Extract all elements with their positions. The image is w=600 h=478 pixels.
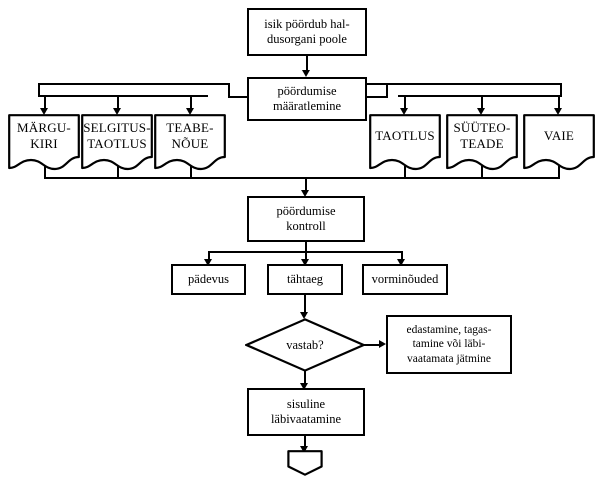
node-classify[interactable]: pöördumise määratlemine: [247, 77, 367, 121]
arrowhead-substantive-to-end: [300, 446, 308, 453]
connector-vaie-down: [558, 166, 560, 179]
arrowhead-decision-to-substantive: [300, 383, 308, 390]
connector-selgitustaotlus-down: [117, 166, 119, 179]
connector-left-bus-down: [38, 83, 40, 97]
arrowhead-taotlus: [400, 108, 408, 115]
connector-right-bus-distribute: [398, 95, 562, 97]
node-padevus-label: pädevus: [188, 271, 229, 286]
terminator-shield-icon: [287, 450, 323, 476]
document-shape-icon: [523, 114, 595, 171]
document-shape-icon: [81, 114, 153, 171]
node-teabenoue-label: TEABE- NÕUE: [166, 120, 214, 152]
connector-control-down: [305, 242, 307, 252]
document-shape-icon: [8, 114, 80, 171]
node-start[interactable]: isik pöördub hal- dusorgani poole: [247, 8, 367, 56]
node-reject-label: edastamine, tagas- tamine või läbi- vaat…: [406, 324, 492, 365]
connector-classify-left-riser: [228, 83, 230, 98]
connector-drop-tahtaeg: [305, 251, 307, 261]
arrowhead-padevus: [204, 259, 212, 266]
connector-teabenoue-down: [190, 166, 192, 179]
arrowhead-selgitustaotlus: [113, 108, 121, 115]
node-tahtaeg[interactable]: tähtaeg: [267, 264, 343, 295]
node-margukiri[interactable]: MÄRGU- KIRI: [8, 114, 80, 172]
connector-classify-right-stub: [365, 96, 388, 98]
connector-right-bus-down: [560, 83, 562, 97]
node-vorminouded[interactable]: vorminõuded: [362, 264, 448, 295]
connector-margukiri-down: [44, 166, 46, 179]
node-margukiri-label: MÄRGU- KIRI: [17, 120, 71, 152]
node-selgitustaotlus[interactable]: SELGITUS- TAOTLUS: [81, 114, 153, 172]
node-selgitustaotlus-label: SELGITUS- TAOTLUS: [83, 120, 151, 152]
connector-right-collect-bus: [306, 177, 560, 179]
arrowhead-teabenoue: [186, 108, 194, 115]
connector-left-collect-bus: [44, 177, 306, 179]
arrowhead-margukiri: [40, 108, 48, 115]
node-taotlus[interactable]: TAOTLUS: [369, 114, 441, 172]
node-substantive-label: sisuline läbivaatamine: [270, 396, 342, 426]
connector-classify-right-riser: [386, 83, 388, 98]
connector-collect-to-control: [305, 177, 307, 192]
arrowhead-vaie: [554, 108, 562, 115]
node-teabenoue[interactable]: TEABE- NÕUE: [154, 114, 226, 172]
connector-decision-to-reject: [364, 344, 381, 346]
node-suuteoteade[interactable]: SÜÜTEO- TEADE: [446, 114, 518, 172]
arrowhead-tahtaeg: [301, 259, 309, 266]
arrowhead-start-to-classify: [302, 70, 310, 77]
connector-drop-suuteoteade: [481, 95, 483, 110]
node-decision[interactable]: vastab?: [245, 318, 365, 372]
connector-drop-selgitustaotlus: [117, 95, 119, 110]
arrowhead-collect-to-control: [301, 190, 309, 197]
node-suuteoteade-label: SÜÜTEO- TEADE: [453, 120, 511, 152]
diamond-shape-icon: [245, 318, 365, 372]
connector-start-to-classify: [306, 56, 308, 72]
connector-right-bus-top: [365, 83, 562, 85]
node-taotlus-label: TAOTLUS: [375, 128, 435, 144]
document-shape-icon: [369, 114, 441, 171]
document-shape-icon: [154, 114, 226, 171]
node-tahtaeg-label: tähtaeg: [286, 271, 324, 286]
connector-drop-taotlus: [404, 95, 406, 110]
node-end[interactable]: [287, 450, 323, 476]
connector-drop-vaie: [558, 95, 560, 110]
node-vorminouded-label: vorminõuded: [371, 271, 439, 286]
node-padevus[interactable]: pädevus: [171, 264, 246, 295]
node-vaie[interactable]: VAIE: [523, 114, 595, 172]
node-control[interactable]: pöördumise kontroll: [247, 196, 365, 242]
connector-drop-padevus: [208, 251, 210, 261]
connector-left-bus-top: [38, 83, 230, 85]
connector-suuteoteade-down: [481, 166, 483, 179]
node-substantive[interactable]: sisuline läbivaatamine: [247, 388, 365, 436]
connector-tahtaeg-to-decision: [304, 295, 306, 315]
arrowhead-tahtaeg-to-decision: [300, 312, 308, 319]
connector-drop-vorminouded: [401, 251, 403, 261]
node-control-label: pöördumise kontroll: [276, 203, 336, 233]
connector-drop-margukiri: [44, 95, 46, 110]
node-start-label: isik pöördub hal- dusorgani poole: [264, 16, 350, 46]
document-shape-icon: [446, 114, 518, 171]
node-vaie-label: VAIE: [543, 128, 575, 144]
node-reject[interactable]: edastamine, tagas- tamine või läbi- vaat…: [386, 315, 512, 374]
arrowhead-suuteoteade: [477, 108, 485, 115]
node-classify-label: pöördumise määratlemine: [272, 83, 342, 113]
connector-decision-to-substantive: [304, 371, 306, 385]
connector-taotlus-down: [404, 166, 406, 179]
arrowhead-decision-to-reject: [379, 340, 386, 348]
node-decision-label: vastab?: [286, 337, 324, 352]
arrowhead-vorminouded: [397, 259, 405, 266]
connector-left-bus-distribute: [38, 95, 208, 97]
connector-classify-left-stub: [228, 96, 249, 98]
connector-drop-teabenoue: [190, 95, 192, 110]
connector-substantive-to-end: [304, 436, 306, 450]
